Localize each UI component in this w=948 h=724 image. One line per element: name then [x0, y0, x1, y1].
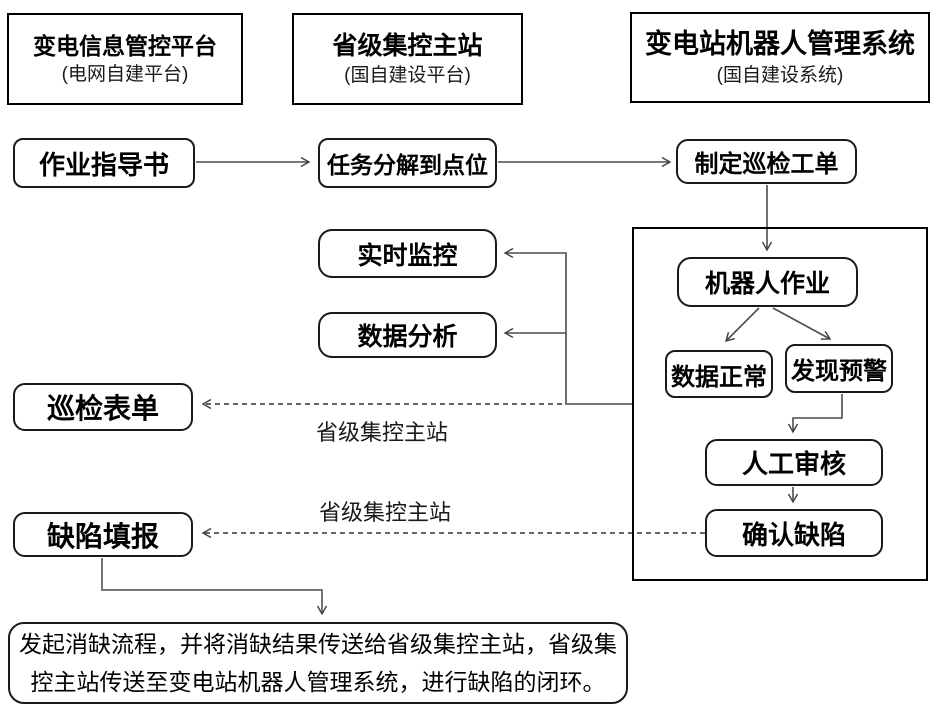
- header-subtitle: (国自建设系统): [716, 64, 844, 86]
- node-alert-found: 发现预警: [785, 344, 893, 393]
- arrow-defectreport-to-note: [101, 558, 328, 616]
- node-work-guide: 作业指导书: [13, 138, 195, 188]
- dashed-line-label-top: 省级集控主站: [316, 420, 449, 445]
- robot-system-container-box: [632, 227, 928, 581]
- header-subtitle: (国自建设平台): [344, 64, 471, 86]
- node-realtime-monitor: 实时监控: [318, 229, 497, 278]
- bottom-note-box: 发起消缺流程，并将消缺结果传送给省级集控主站，省级集控主站传送至变电站机器人管理…: [8, 622, 628, 704]
- node-manual-review: 人工审核: [705, 439, 883, 486]
- node-defect-report: 缺陷填报: [13, 512, 193, 557]
- node-data-normal: 数据正常: [665, 350, 773, 398]
- node-inspection-form: 巡检表单: [13, 383, 193, 431]
- header-subtitle: (电网自建平台): [61, 63, 189, 85]
- node-task-decompose: 任务分解到点位: [318, 138, 497, 188]
- header-province-master-station: 省级集控主站 (国自建设平台): [292, 13, 523, 105]
- header-title: 变电信息管控平台: [33, 32, 217, 59]
- node-create-inspection-order: 制定巡检工单: [676, 139, 857, 184]
- header-title: 省级集控主站: [332, 31, 483, 60]
- line-bigbox-to-monitor-junction: [503, 247, 632, 405]
- node-data-analysis: 数据分析: [318, 312, 497, 358]
- header-robot-management-system: 变电站机器人管理系统 (国自建设系统): [630, 12, 930, 103]
- node-robot-work: 机器人作业: [677, 257, 858, 307]
- dashed-line-label-bottom: 省级集控主站: [319, 500, 452, 525]
- header-info-platform: 变电信息管控平台 (电网自建平台): [7, 13, 243, 105]
- node-confirm-defect: 确认缺陷: [705, 509, 883, 557]
- header-title: 变电站机器人管理系统: [645, 28, 915, 59]
